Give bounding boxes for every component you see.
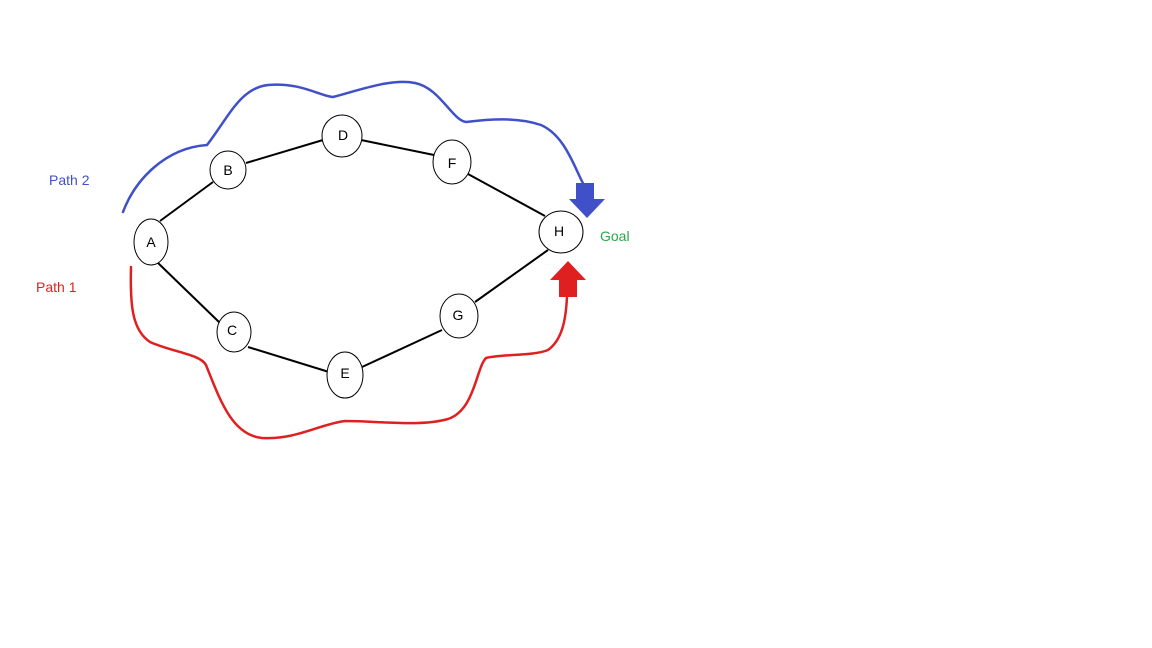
path-2-curve	[121, 80, 605, 218]
edges	[156, 139, 549, 373]
node-d-label: D	[338, 127, 348, 143]
node-h: H	[538, 210, 584, 254]
node-e: E	[326, 351, 364, 399]
edge-a-c	[156, 261, 221, 324]
down-arrow-icon	[569, 183, 605, 218]
node-e-label: E	[340, 365, 349, 381]
path-1-curve	[129, 261, 586, 440]
edge-c-e	[247, 346, 330, 373]
node-g-label: G	[453, 307, 464, 323]
node-f: F	[432, 139, 472, 185]
node-f-label: F	[448, 155, 457, 171]
edge-a-b	[159, 181, 214, 222]
path-2-label: Path 2	[49, 172, 90, 188]
node-b-label: B	[223, 162, 232, 178]
node-d: D	[321, 114, 363, 158]
edge-f-h	[467, 173, 546, 217]
edge-b-d	[245, 139, 324, 164]
node-g: G	[439, 293, 479, 339]
node-c: C	[216, 311, 252, 353]
node-a-label: A	[146, 234, 156, 250]
edge-e-g	[361, 329, 443, 368]
edge-d-f	[360, 139, 435, 156]
path-1-label: Path 1	[36, 279, 77, 295]
node-b: B	[209, 150, 247, 190]
edge-g-h	[474, 249, 549, 303]
goal-label: Goal	[600, 228, 630, 244]
node-h-label: H	[554, 223, 564, 239]
node-c-label: C	[227, 322, 237, 338]
node-a: A	[133, 218, 169, 266]
up-arrow-icon	[550, 261, 586, 297]
nodes: A B C D E F G H	[133, 114, 584, 399]
